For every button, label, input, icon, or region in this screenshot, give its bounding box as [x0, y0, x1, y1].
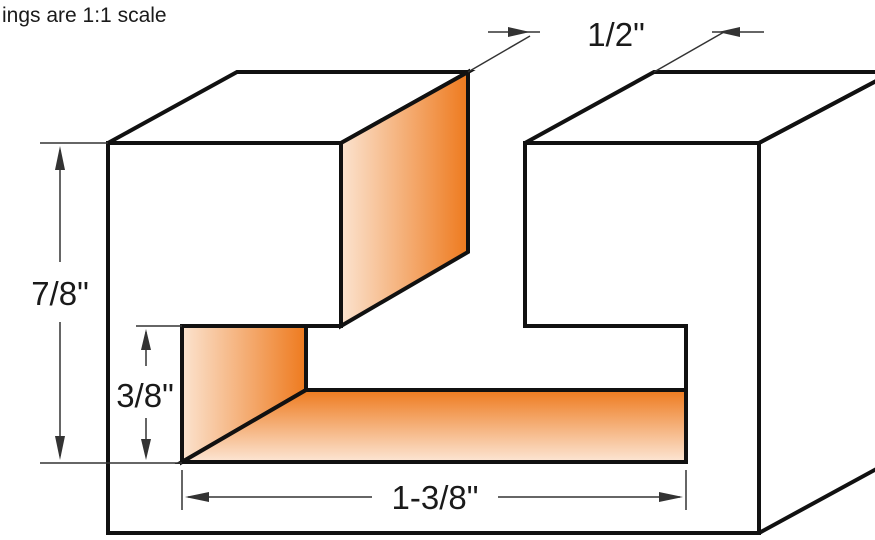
scale-note: ings are 1:1 scale	[2, 4, 167, 27]
dimension-slot-width: 1-3/8"	[181, 470, 687, 516]
neck-width-label: 1/2"	[587, 16, 645, 53]
slot-depth-label: 3/8"	[116, 377, 174, 414]
overall-height-label: 7/8"	[31, 275, 89, 312]
dimension-slot-depth: 3/8"	[116, 325, 182, 460]
dimension-overall-height: 7/8"	[31, 142, 182, 464]
right-bottom-edge	[756, 467, 875, 536]
slot-width-label: 1-3/8"	[392, 479, 479, 516]
right-top-edge	[756, 79, 875, 146]
dimension-neck-width: 1/2"	[467, 16, 764, 73]
